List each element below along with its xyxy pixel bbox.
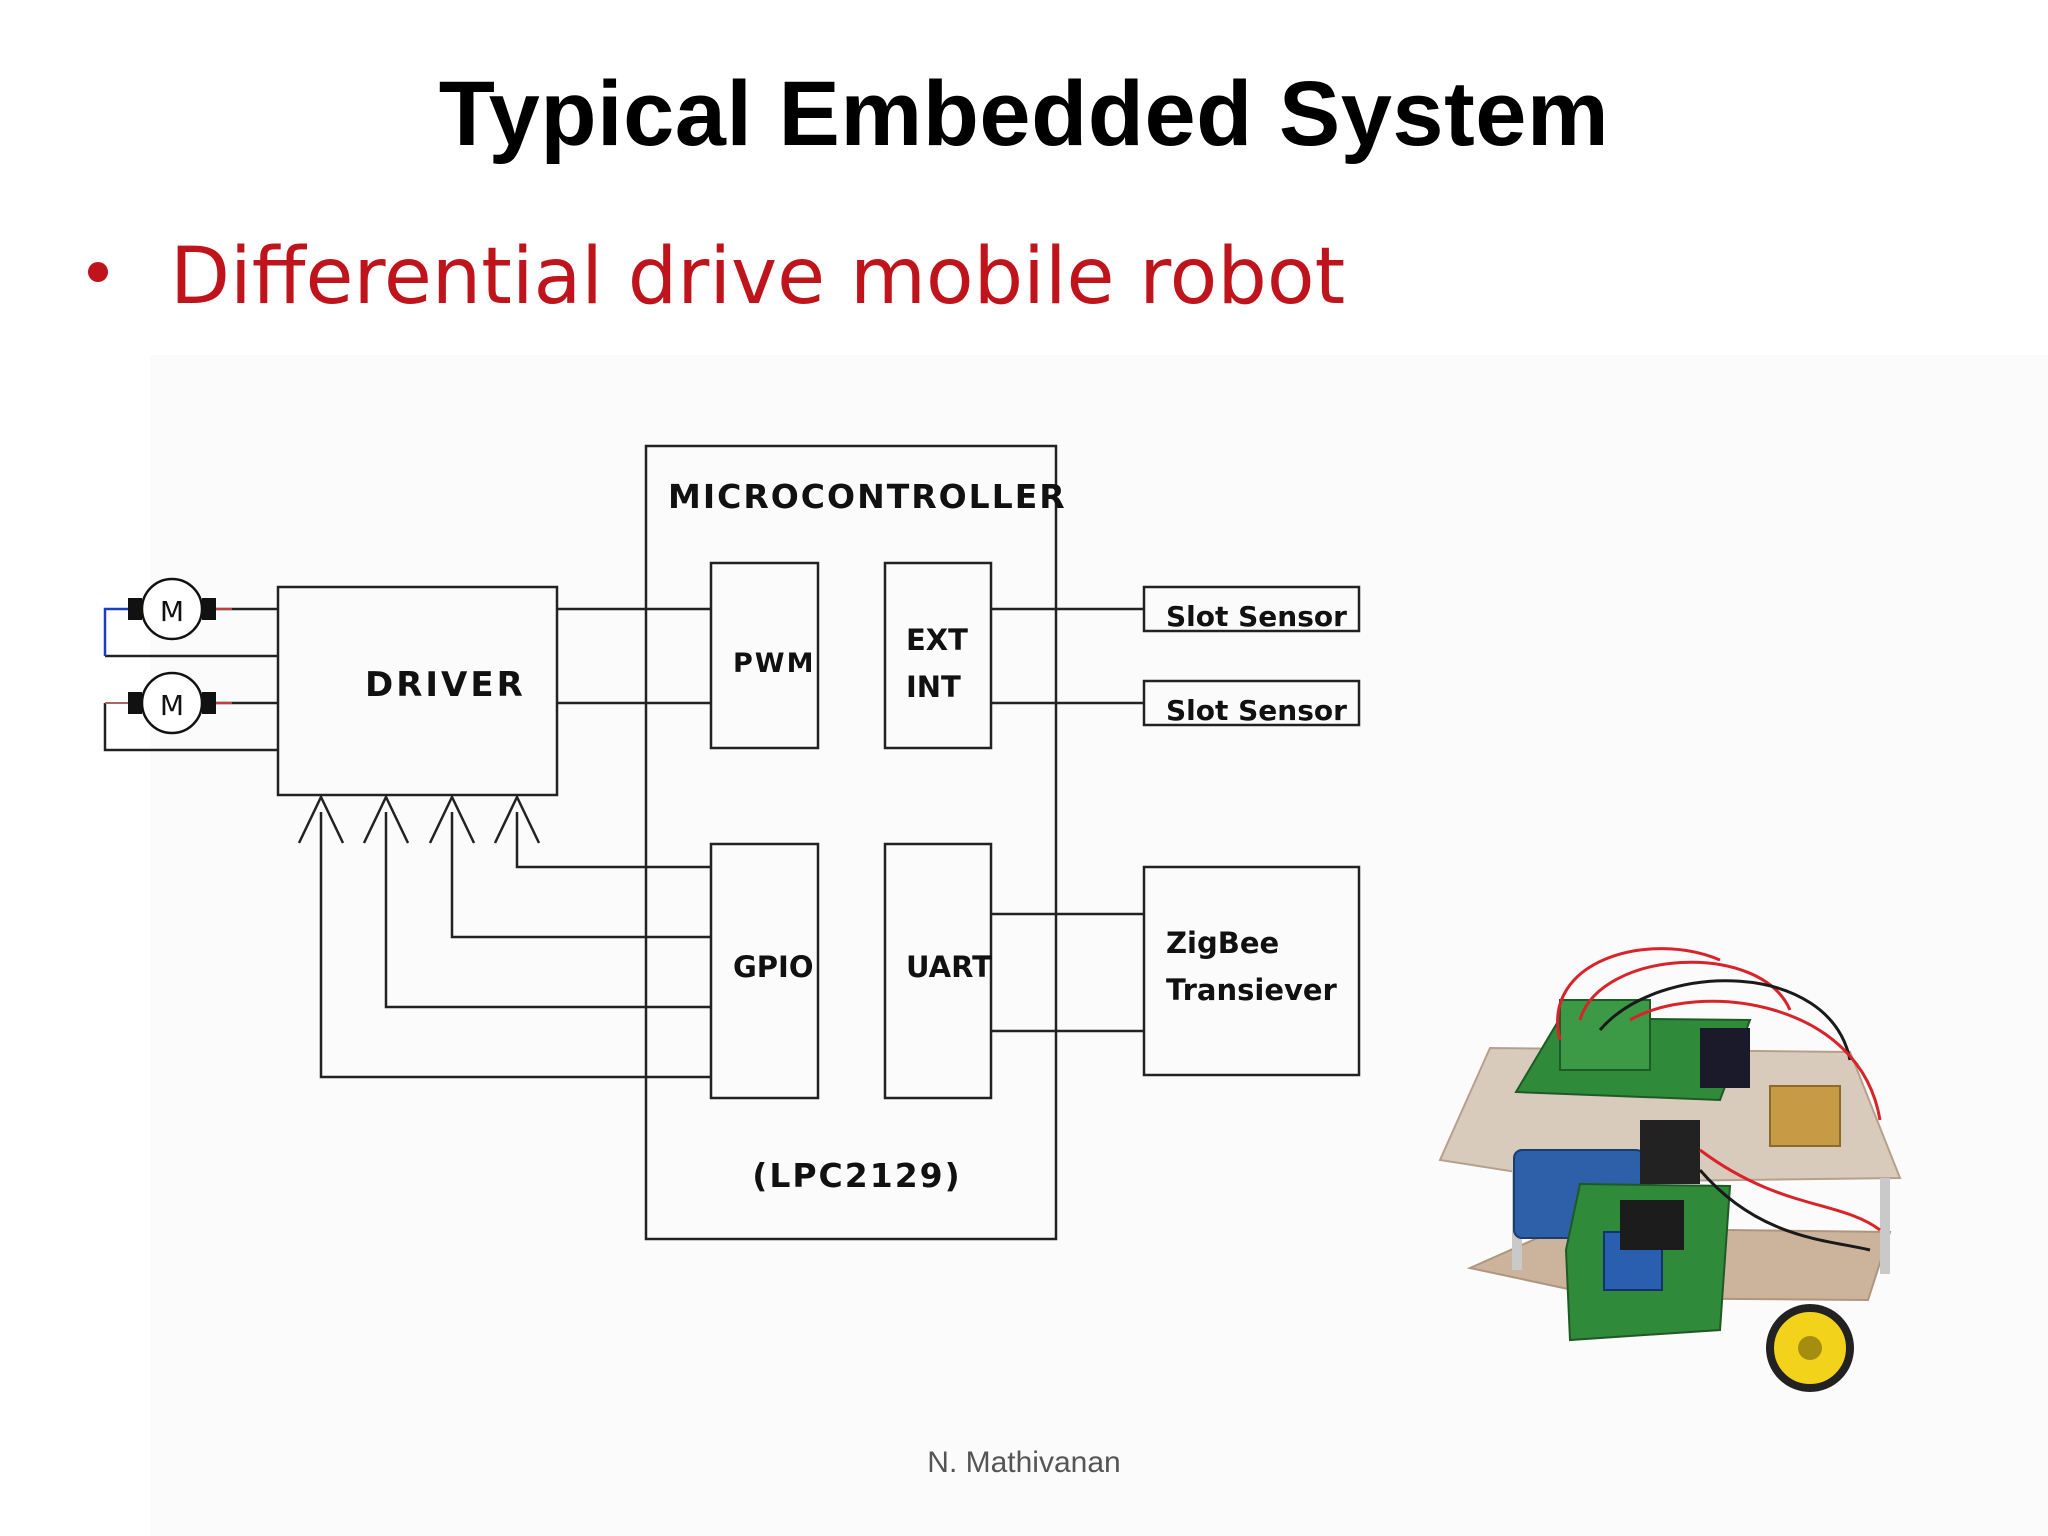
slot-sensor-1-label: Slot Sensor — [1166, 600, 1347, 633]
microcontroller-box — [644, 444, 1058, 1241]
bullet-dot — [88, 261, 108, 282]
zigbee-label-1: ZigBee — [1166, 926, 1279, 960]
wire-gpio-4 — [319, 812, 711, 1079]
pwm-label: PWM — [733, 648, 815, 679]
arrow-3 — [362, 794, 410, 844]
motor-lead-wire — [103, 607, 128, 656]
gpio-label: GPIO — [733, 950, 814, 984]
motor-2-icon — [128, 671, 232, 735]
ext-int-block — [883, 561, 993, 750]
gpio-block — [709, 842, 820, 1100]
uart-label: UART — [906, 950, 992, 984]
arrow-1 — [493, 794, 541, 844]
ext-int-label-2: INT — [906, 670, 961, 704]
zigbee-label-2: Transiever — [1166, 973, 1338, 1007]
arrow-4 — [297, 794, 345, 844]
robot-photo — [1438, 947, 1902, 1392]
driver-label: DRIVER — [365, 665, 526, 705]
zigbee-box — [1142, 865, 1361, 1077]
wire-gpio-1 — [515, 812, 711, 869]
motor-1-label: M — [160, 595, 184, 628]
mcu-part-label: (LPC2129) — [752, 1156, 961, 1195]
wire-motor2-bottom — [103, 703, 278, 752]
uart-block — [883, 842, 993, 1100]
bullet-text: Differential drive mobile robot — [170, 232, 1346, 322]
wire-gpio-3 — [384, 812, 711, 1009]
slot-sensor-2-label: Slot Sensor — [1166, 694, 1347, 727]
footer-author: N. Mathivanan — [927, 1446, 1121, 1479]
motor-2-label: M — [160, 689, 184, 722]
pwm-block — [709, 561, 820, 750]
driver-block — [276, 585, 559, 797]
bullet-item: Differential drive mobile robot — [88, 232, 1345, 322]
microcontroller-label: MICROCONTROLLER — [668, 477, 1067, 516]
ext-int-label-1: EXT — [906, 623, 968, 657]
motor-1-icon — [128, 577, 232, 641]
diagram-panel — [150, 355, 2048, 1536]
arrow-2 — [428, 794, 476, 844]
wire-gpio-2 — [450, 812, 711, 939]
slide-title: Typical Embedded System — [438, 63, 1610, 165]
